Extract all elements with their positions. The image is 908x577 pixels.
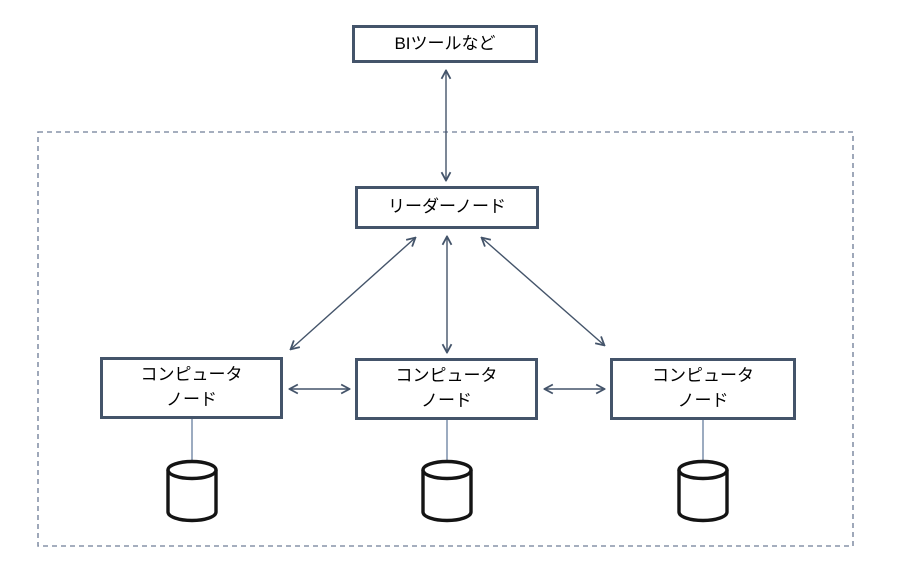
- node-compute-2: コンピュータ ノード: [355, 358, 538, 420]
- database-icon: [166, 459, 218, 523]
- node-bi-tools: BIツールなど: [352, 25, 538, 63]
- arrow-leader-to-compute1: [291, 238, 415, 349]
- database-icon: [421, 459, 473, 523]
- arrow-leader-to-compute3: [482, 238, 604, 345]
- node-compute-2-label: コンピュータ ノード: [395, 366, 498, 410]
- node-leader: リーダーノード: [355, 186, 539, 229]
- node-leader-label: リーダーノード: [388, 197, 506, 217]
- node-compute-1: コンピュータ ノード: [100, 357, 283, 419]
- node-compute-3: コンピュータ ノード: [610, 358, 796, 420]
- node-bi-tools-label: BIツールなど: [394, 33, 496, 53]
- node-compute-3-label: コンピュータ ノード: [652, 366, 754, 410]
- database-icon: [677, 459, 729, 523]
- node-compute-1-label: コンピュータ ノード: [140, 365, 243, 409]
